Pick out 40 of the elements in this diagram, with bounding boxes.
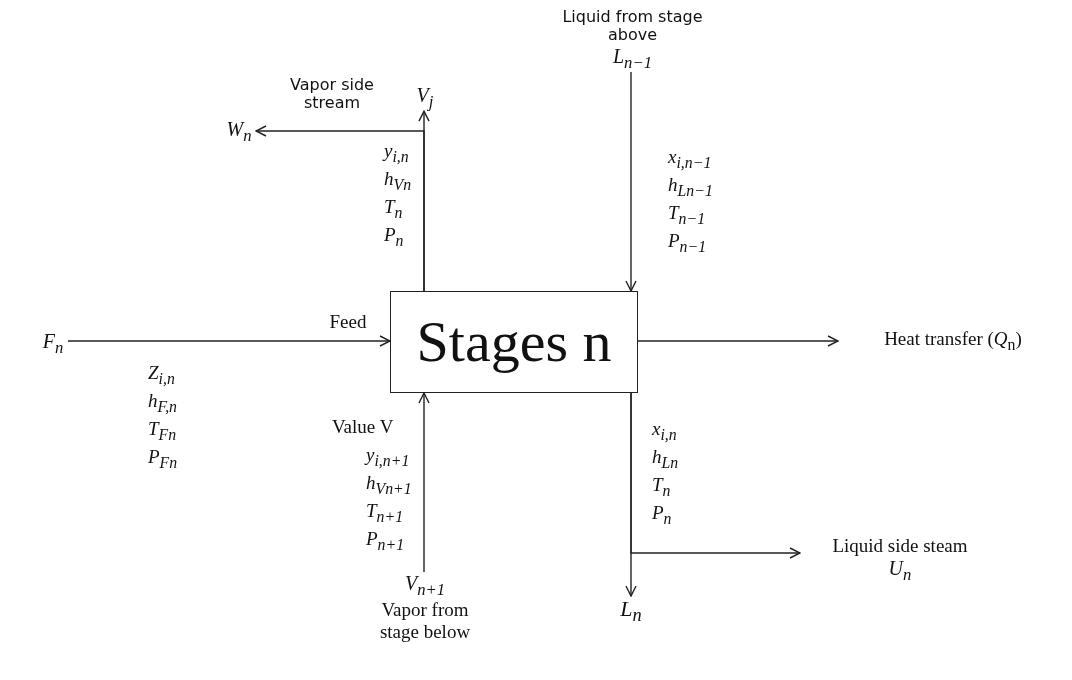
stream-caption: Liquid side steam bbox=[831, 535, 969, 557]
variable-symbol: P$_{Fn}$ bbox=[148, 446, 178, 472]
variable-symbol: x$_{i,n}$ bbox=[652, 418, 677, 444]
variable-symbol: h$_{F,n}$ bbox=[148, 390, 177, 416]
arrow bbox=[67, 335, 391, 347]
variable-symbol: T$_{n}$ bbox=[384, 196, 403, 222]
stream-symbol: W$_{n}$ bbox=[222, 118, 256, 146]
arrow bbox=[418, 392, 430, 573]
stream-caption: Vapor from stage below bbox=[378, 599, 472, 643]
stream-symbol: L$_{n}$ bbox=[612, 596, 650, 627]
variable-symbol: T$_{n}$ bbox=[652, 474, 671, 500]
stream-symbol: V$_{n+1}$ bbox=[403, 572, 447, 600]
variable-symbol: T$_{n−1}$ bbox=[668, 202, 706, 228]
arrow bbox=[637, 335, 839, 347]
stream-symbol: L$_{n−1}$ bbox=[612, 44, 653, 72]
arrow bbox=[255, 125, 425, 292]
variable-symbol: y$_{i,n+1}$ bbox=[366, 444, 410, 470]
stream-caption: Liquid from stage above bbox=[561, 8, 704, 45]
stage-box bbox=[390, 291, 638, 393]
variable-symbol: Z$_{i,n}$ bbox=[148, 362, 175, 388]
arrow bbox=[630, 392, 801, 559]
variable-symbol: T$_{Fn}$ bbox=[148, 418, 177, 444]
variable-symbol: y$_{i,n}$ bbox=[384, 140, 409, 166]
variable-symbol: h$_{Ln}$ bbox=[652, 446, 679, 472]
variable-symbol: P$_{n+1}$ bbox=[366, 528, 405, 554]
stream-symbol: F$_{n}$ bbox=[38, 330, 68, 358]
stream-symbol: V$_{j}$ bbox=[410, 84, 440, 112]
arrow bbox=[625, 71, 637, 292]
variable-symbol: h$_{Vn}$ bbox=[384, 168, 412, 194]
variable-symbol: T$_{n+1}$ bbox=[366, 500, 404, 526]
variable-symbol: h$_{Ln−1}$ bbox=[668, 174, 713, 200]
variable-symbol: P$_{n}$ bbox=[384, 224, 404, 250]
stream-caption: Heat transfer (Q$_{n}$) bbox=[838, 328, 1068, 354]
stage-label: Stages n bbox=[416, 308, 612, 376]
variable-symbol: P$_{n−1}$ bbox=[668, 230, 707, 256]
variable-symbol: h$_{Vn+1}$ bbox=[366, 472, 412, 498]
stream-caption: Value V bbox=[332, 416, 394, 438]
stream-symbol: U$_{n}$ bbox=[887, 556, 913, 584]
variable-symbol: x$_{i,n−1}$ bbox=[668, 146, 712, 172]
variable-symbol: P$_{n}$ bbox=[652, 502, 672, 528]
